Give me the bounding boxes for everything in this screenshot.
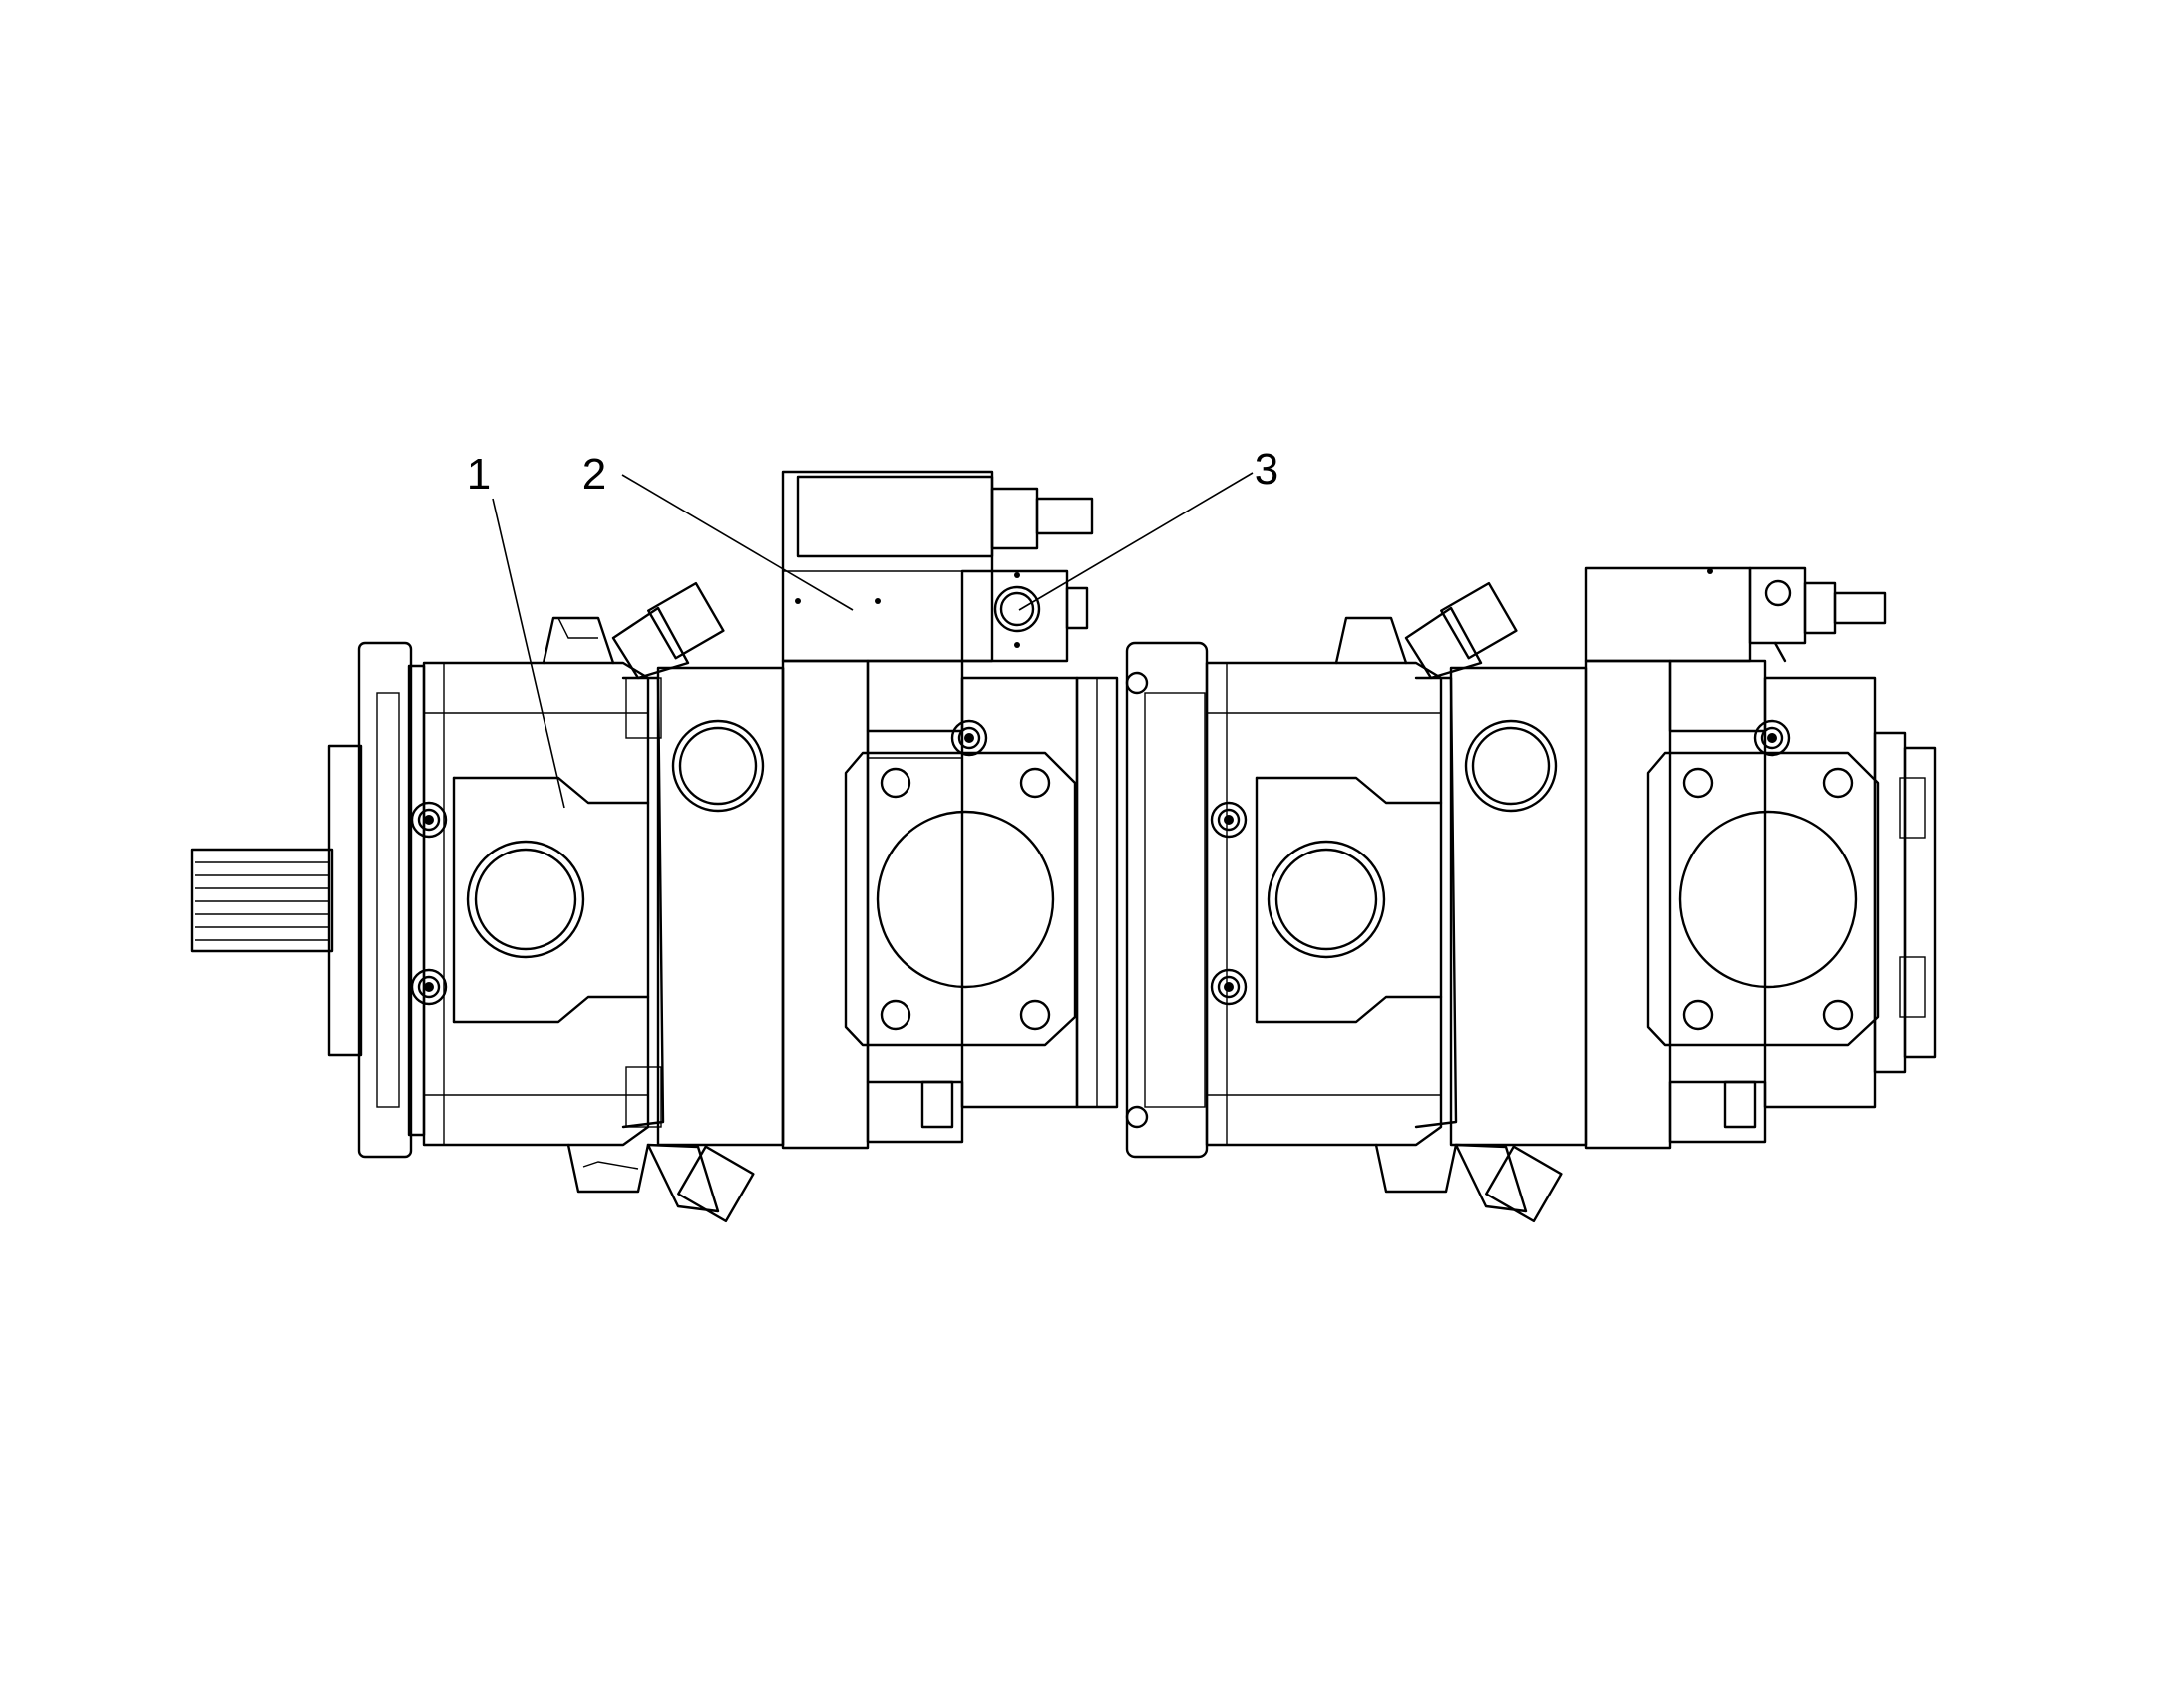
callout-label: 3 bbox=[1255, 445, 1278, 494]
bolt-icon bbox=[410, 968, 448, 1006]
right-pump bbox=[1125, 566, 1937, 1223]
valve-housing bbox=[781, 659, 1079, 1150]
leader-line bbox=[621, 474, 854, 611]
bottom-ear bbox=[566, 1143, 650, 1194]
bolt-icon bbox=[1753, 719, 1791, 757]
suction-port bbox=[466, 840, 585, 959]
bolt-icon bbox=[1210, 968, 1248, 1006]
front-housing bbox=[422, 661, 650, 1147]
rear-pressure-port-flange bbox=[1646, 751, 1880, 1047]
bolt-icon bbox=[1210, 801, 1248, 839]
pressure-port-flange bbox=[844, 751, 1077, 1047]
rear-end-cover bbox=[1873, 731, 1937, 1074]
bolt-icon bbox=[410, 801, 448, 839]
callout-2: 2 bbox=[582, 450, 854, 611]
leader-line bbox=[1018, 472, 1254, 611]
leader-line bbox=[492, 498, 565, 809]
callout-label: 1 bbox=[467, 450, 491, 499]
callout-1: 1 bbox=[467, 450, 565, 809]
rear-mounting-flange bbox=[1125, 641, 1209, 1159]
port-adaptor bbox=[960, 569, 1089, 663]
coupling-plate bbox=[1075, 676, 1119, 1109]
center-housing bbox=[656, 666, 785, 1147]
top-ear bbox=[542, 616, 615, 665]
top-fitting bbox=[611, 581, 725, 680]
left-pump bbox=[190, 470, 1119, 1223]
mounting-flange bbox=[357, 641, 426, 1159]
bottom-lug bbox=[920, 1080, 954, 1129]
bolt-icon bbox=[950, 719, 988, 757]
callout-label: 2 bbox=[582, 450, 606, 499]
rear-housing bbox=[1205, 661, 1443, 1147]
shaft-seal-plate bbox=[327, 744, 363, 1057]
control-valve bbox=[781, 470, 1094, 663]
drive-shaft bbox=[190, 848, 334, 953]
intermediate-rib bbox=[621, 676, 665, 1129]
bottom-fitting bbox=[646, 1143, 755, 1223]
rear-control-valve bbox=[1584, 566, 1887, 663]
callout-3: 3 bbox=[1018, 445, 1278, 611]
